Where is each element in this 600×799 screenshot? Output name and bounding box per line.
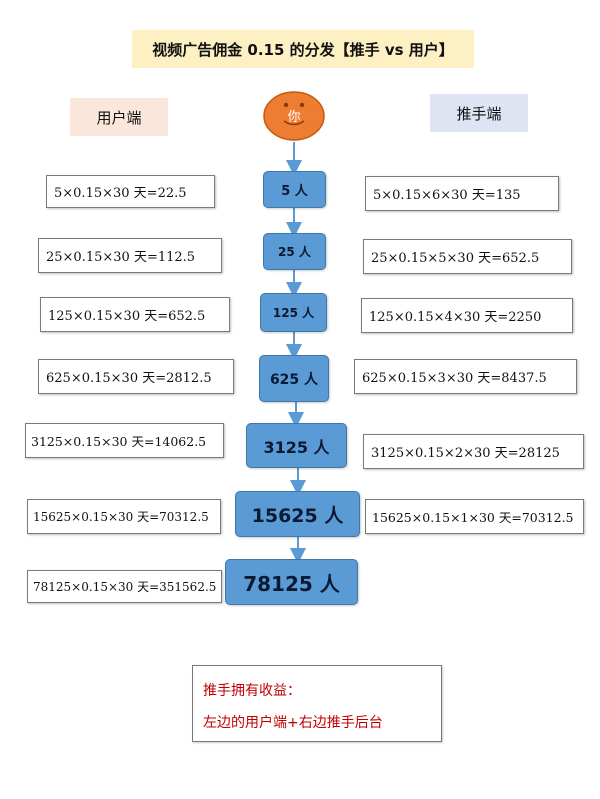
left-box-2: 25×0.15×30 天=112.5 [38,238,222,273]
note-line-2: 左边的用户端+右边推手后台 [203,715,383,731]
node-5: 5 人 [263,171,326,208]
left-box-3: 125×0.15×30 天=652.5 [40,297,230,332]
right-box-3: 125×0.15×4×30 天=2250 [361,298,573,333]
right-box-5: 3125×0.15×2×30 天=28125 [363,434,584,469]
node-15625: 15625 人 [235,491,360,537]
smiley-face-start-node: 你 [262,90,326,142]
note-line-1: 推手拥有收益： [203,683,301,699]
node-3125: 3125 人 [246,423,347,468]
right-header-promoter-side: 推手端 [430,94,528,132]
left-box-4: 625×0.15×30 天=2812.5 [38,359,234,394]
node-25: 25 人 [263,233,326,270]
left-header-user-side: 用户端 [70,98,168,136]
right-box-4: 625×0.15×3×30 天=8437.5 [354,359,577,394]
left-box-6: 15625×0.15×30 天=70312.5 [27,499,221,534]
node-625: 625 人 [259,355,329,402]
node-125: 125 人 [260,293,327,332]
right-box-6: 15625×0.15×1×30 天=70312.5 [365,499,584,534]
left-box-5: 3125×0.15×30 天=14062.5 [25,423,224,458]
right-box-1: 5×0.15×6×30 天=135 [365,176,559,211]
diagram-title: 视频广告佣金 0.15 的分发【推手 vs 用户】 [132,30,474,68]
earnings-note: 推手拥有收益： 左边的用户端+右边推手后台 [192,665,442,742]
left-box-7: 78125×0.15×30 天=351562.5 [27,570,222,603]
start-node-label: 你 [287,110,300,125]
right-box-2: 25×0.15×5×30 天=652.5 [363,239,572,274]
node-78125: 78125 人 [225,559,358,605]
left-box-1: 5×0.15×30 天=22.5 [46,175,215,208]
